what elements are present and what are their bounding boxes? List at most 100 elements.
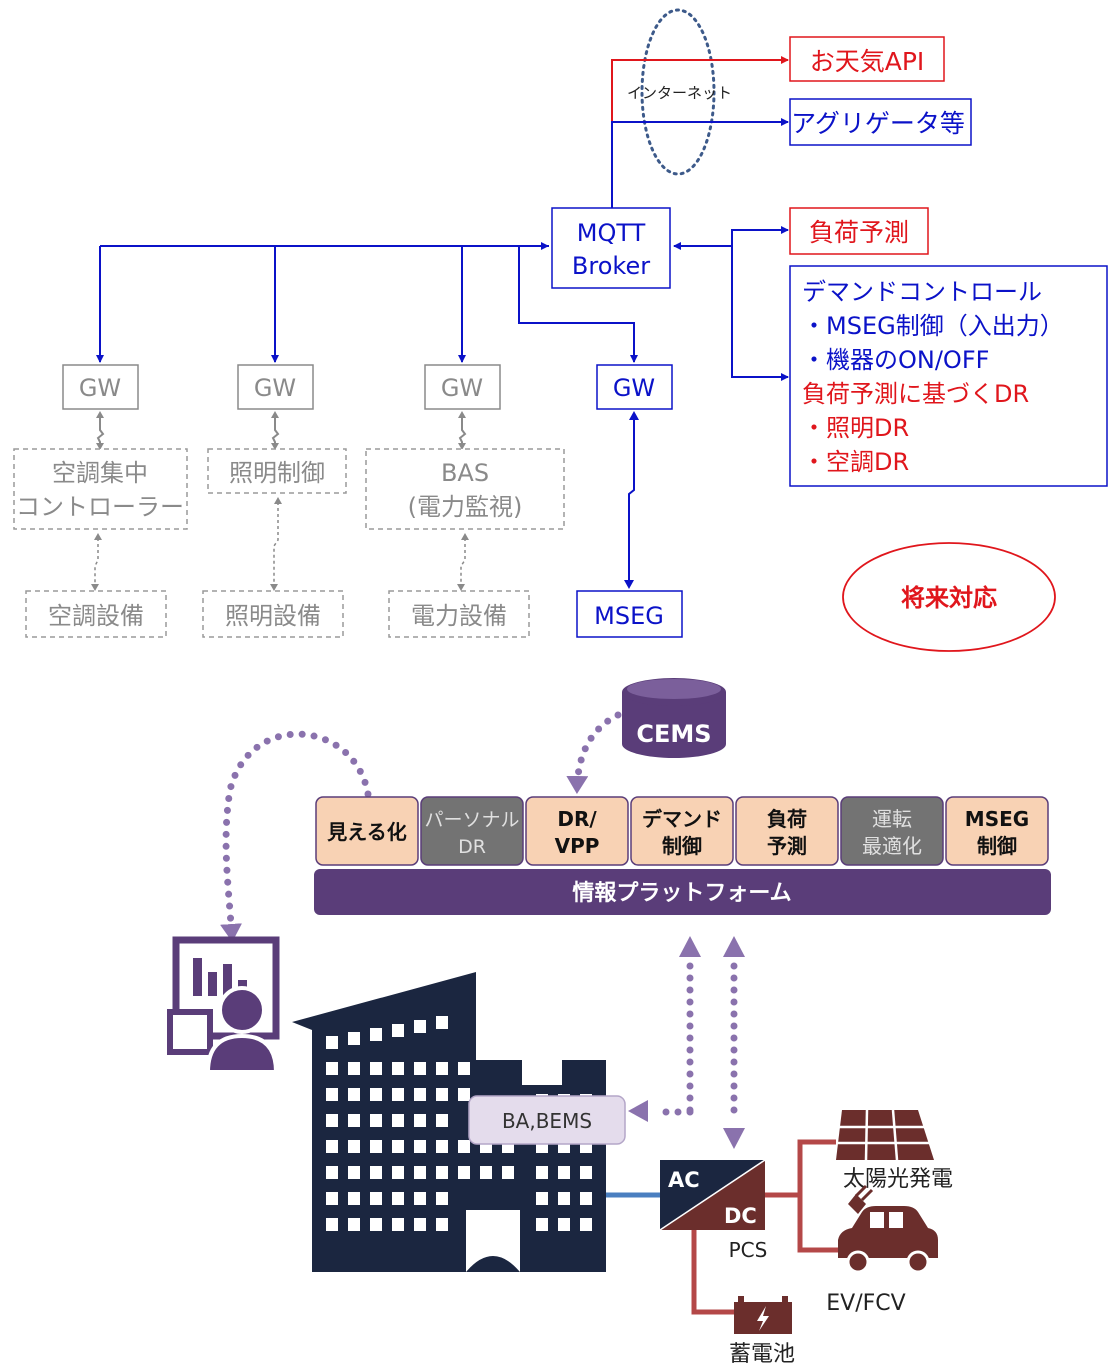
network-diagram: インターネット お天気API アグリゲータ等 MQTT Broker 負荷予測 … bbox=[13, 8, 1108, 652]
module-demand-control-line1: デマンド bbox=[642, 807, 722, 831]
connector-aggregator bbox=[611, 118, 789, 208]
ev-label: EV/FCV bbox=[826, 1291, 905, 1316]
connector-pcs-solar bbox=[765, 1139, 836, 1198]
demand-line1: デマンドコントロール bbox=[802, 278, 1042, 306]
broker-line2: Broker bbox=[572, 252, 650, 280]
hvac-controller-box bbox=[13, 448, 188, 530]
gw-label-4: GW bbox=[613, 374, 655, 402]
pcs-dc-label: DC bbox=[724, 1204, 757, 1228]
load-forecast-box bbox=[789, 207, 929, 255]
module-mseg-control-line1: MSEG bbox=[965, 807, 1029, 831]
aggregator-label: アグリゲータ等 bbox=[791, 109, 965, 138]
demand-line3: ・機器のON/OFF bbox=[802, 346, 989, 374]
lighting-equipment-label: 照明設備 bbox=[225, 602, 321, 630]
aggregator-box bbox=[789, 98, 972, 146]
load-forecast-label: 負荷予測 bbox=[809, 218, 909, 247]
module-row: 見える化 パーソナル DR DR/ VPP デマンド 制御 負荷 予測 運転 最… bbox=[315, 796, 1049, 866]
gw-label-1: GW bbox=[79, 374, 121, 402]
weather-api-box bbox=[789, 36, 945, 82]
module-visualize bbox=[315, 796, 419, 866]
pcs-converter bbox=[659, 1159, 766, 1231]
connector-pcs-battery bbox=[691, 1230, 734, 1315]
module-personal-dr-line2: DR bbox=[458, 836, 486, 858]
future-support-badge bbox=[842, 542, 1056, 652]
module-personal-dr-line1: パーソナル bbox=[424, 809, 519, 831]
info-platform-label: 情報プラットフォーム bbox=[572, 880, 791, 906]
platform-link-arrows bbox=[628, 936, 745, 1149]
lighting-equipment-box bbox=[202, 590, 344, 638]
lighting-controller-box bbox=[207, 448, 347, 494]
connector-bas-equipment bbox=[460, 538, 466, 588]
connector-gw4 bbox=[518, 246, 638, 363]
module-mseg-control bbox=[945, 796, 1049, 866]
internet-boundary bbox=[640, 8, 716, 176]
connector-weather bbox=[611, 56, 789, 208]
battery-icon bbox=[734, 1296, 792, 1334]
mseg-label: MSEG bbox=[594, 602, 664, 630]
power-equipment-box bbox=[388, 590, 530, 638]
gw-box-3 bbox=[424, 364, 501, 410]
arrow-cems-dr bbox=[566, 711, 622, 794]
bas-line2: (電力監視) bbox=[408, 493, 523, 521]
demand-line2: ・MSEG制御（入出力） bbox=[802, 312, 1064, 340]
module-dr-vpp-line1: DR/ bbox=[557, 807, 597, 831]
battery-label: 蓄電池 bbox=[729, 1342, 795, 1367]
connector-forecast bbox=[731, 226, 789, 246]
demand-line6: ・空調DR bbox=[802, 448, 909, 476]
module-demand-control-line2: 制御 bbox=[662, 834, 702, 858]
internet-label: インターネット bbox=[627, 84, 732, 102]
bas-line1: BAS bbox=[441, 459, 489, 487]
module-dr-vpp-line2: VPP bbox=[555, 834, 600, 858]
demand-control-panel bbox=[789, 265, 1108, 487]
cems-database-icon bbox=[622, 678, 726, 758]
module-demand-control bbox=[630, 796, 734, 866]
bas-box bbox=[365, 448, 565, 530]
module-load-forecast-line1: 負荷 bbox=[767, 807, 807, 831]
connector-gw1-hvac bbox=[96, 416, 105, 446]
module-dr-vpp bbox=[525, 796, 629, 866]
hvac-controller-line2: コントローラー bbox=[16, 493, 184, 521]
demand-line4: 負荷予測に基づくDR bbox=[802, 380, 1029, 408]
user-monitor-icon bbox=[167, 936, 280, 1074]
bems-label: BA,BEMS bbox=[502, 1109, 592, 1133]
module-optimization-line1: 運転 bbox=[872, 807, 912, 831]
module-load-forecast-line2: 予測 bbox=[767, 834, 807, 858]
info-platform-bar bbox=[314, 869, 1051, 915]
connector-hvac-equipment bbox=[94, 538, 99, 588]
pcs-label: PCS bbox=[729, 1238, 768, 1262]
module-mseg-control-line2: 制御 bbox=[977, 834, 1017, 858]
broker-line1: MQTT bbox=[577, 219, 646, 247]
ev-car-icon bbox=[838, 1184, 938, 1274]
solar-label: 太陽光発電 bbox=[843, 1167, 953, 1192]
pcs-ac-label: AC bbox=[668, 1168, 700, 1192]
platform-diagram: CEMS 見える化 パーソナル DR DR/ VPP デマンド 制御 負荷 予測… bbox=[167, 678, 1051, 1367]
gw-box-4 bbox=[596, 364, 673, 410]
connector-lighting-equipment bbox=[273, 502, 279, 588]
module-visualize-label: 見える化 bbox=[327, 820, 406, 844]
lighting-controller-label: 照明制御 bbox=[229, 459, 325, 487]
future-support-label: 将来対応 bbox=[901, 584, 997, 612]
demand-line5: ・照明DR bbox=[802, 414, 909, 442]
module-personal-dr bbox=[420, 796, 524, 866]
connector-pcs-ev bbox=[797, 1195, 840, 1253]
connector-gw2-lighting bbox=[271, 416, 280, 446]
module-optimization bbox=[840, 796, 944, 866]
connector-gw3-bas bbox=[458, 416, 467, 446]
mqtt-broker-box bbox=[551, 207, 671, 289]
power-equipment-label: 電力設備 bbox=[411, 602, 507, 630]
connector-gw4-mseg bbox=[628, 418, 635, 584]
gw-label-3: GW bbox=[441, 374, 483, 402]
gw-box-1 bbox=[62, 364, 139, 410]
hvac-controller-line1: 空調集中 bbox=[52, 459, 148, 487]
weather-api-label: お天気API bbox=[810, 47, 925, 76]
connector-demand bbox=[731, 246, 789, 381]
bems-box bbox=[468, 1095, 626, 1145]
solar-panel-icon bbox=[836, 1109, 934, 1161]
hvac-equipment-box bbox=[25, 590, 167, 638]
gw-label-2: GW bbox=[254, 374, 296, 402]
module-load-forecast bbox=[735, 796, 839, 866]
cems-label: CEMS bbox=[636, 720, 711, 748]
module-optimization-line2: 最適化 bbox=[862, 834, 922, 858]
arrow-visualize-user bbox=[220, 730, 372, 942]
